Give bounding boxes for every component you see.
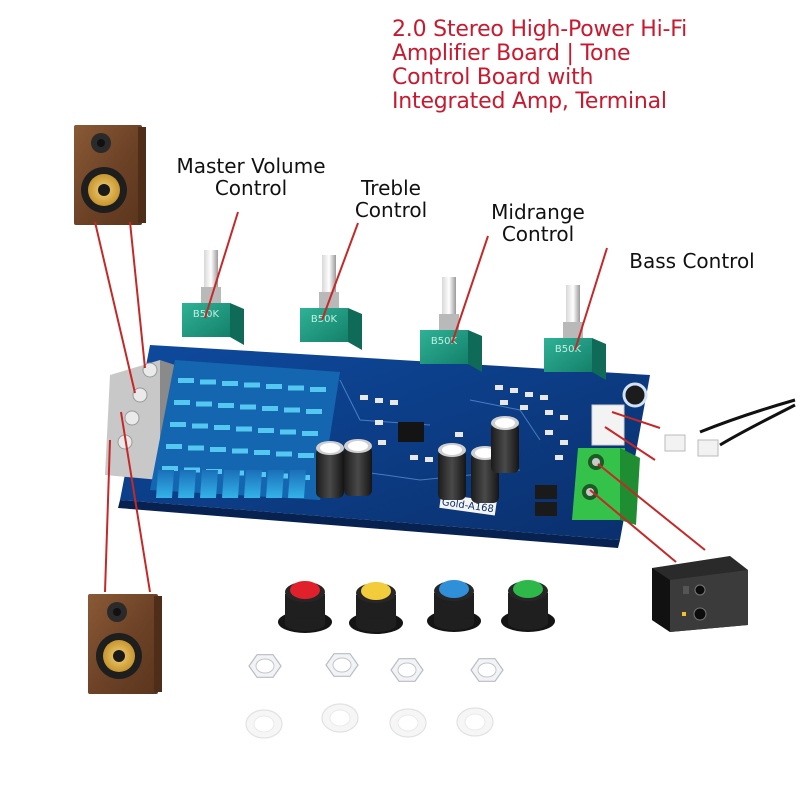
heatsink-fin [302,431,318,436]
title-line: Integrated Amp, Terminal [392,89,667,114]
label-line: Master Volume [176,154,326,178]
pot-shaft [322,255,336,295]
heatsink-fin [310,387,326,392]
capacitor [491,416,519,473]
ic-chip [398,422,424,442]
label-bass: Bass Control [622,250,762,272]
heatsink-fin [266,384,282,389]
title-line: 2.0 Stereo High-Power Hi-Fi [392,17,688,42]
knob-cap [439,580,469,598]
heatsink-fin [222,470,240,498]
speaker-top [74,125,146,225]
pot-shaft [204,250,218,290]
control-knob [278,581,332,633]
heatsink-fin [240,404,256,410]
label-line: Midrange [491,200,585,224]
heatsink-fin [214,425,230,430]
pot-thread [201,287,221,303]
title-line: Control Board with [392,65,594,90]
label-line: Control [354,198,428,222]
speaker-bottom [88,594,162,694]
pot-marking: B50K [431,336,458,347]
heatsink-fin [156,470,174,498]
pot-body [182,303,230,337]
knob-cap [513,580,543,598]
label-line: Treble [361,176,421,200]
heatsink-fin [192,423,208,429]
heatsink-fin [288,470,306,498]
heatsink-fin [244,470,262,498]
heatsink-fin [284,407,300,413]
capacitor [438,443,466,500]
pot-thread [563,322,583,338]
heatsink-fin [170,422,186,427]
potentiometer-midrange: B50K [420,277,482,372]
pot-body [420,330,468,364]
control-knob [349,582,403,634]
knob-cap [290,581,320,599]
pot-thread [439,314,459,330]
heatsink-fin [218,403,234,408]
potentiometer-master-volume: B50K [182,250,244,345]
heatsink-fin [174,400,190,405]
heatsink-fin [244,382,260,388]
heatsink-fin [254,450,270,455]
input-connector [591,404,625,446]
heatsink-fin [162,466,178,471]
label-line: Control [501,222,575,246]
pot-shaft [442,277,456,317]
label-master-volume: Master Volume Control [166,155,336,199]
pot-marking: B50K [311,314,338,325]
power-terminal [572,448,640,525]
control-knob [427,580,481,632]
heatsink-fin [196,401,212,407]
heatsink-fin [200,470,218,498]
pot-marking: B50K [555,344,582,355]
heatsink-fin [262,406,278,411]
label-midrange: Midrange Control [482,201,594,245]
heatsink-fin [188,445,204,451]
product-title: 2.0 Stereo High-Power Hi-Fi Amplifier Bo… [392,18,792,114]
label-line: Bass Control [629,249,755,273]
heatsink-fin [166,444,182,449]
capacitor [344,439,372,496]
heatsink-fin [178,470,196,498]
heatsink-fin [276,451,292,457]
potentiometer-bass: B50K [544,285,606,380]
heatsink-fin [298,453,314,458]
label-treble: Treble Control [346,177,436,221]
heatsink-fin [200,379,216,385]
title-line: Amplifier Board | Tone [392,41,631,66]
heatsink-fin [258,428,274,433]
potentiometer-treble: B50K [300,255,362,350]
heatsink-fin [306,409,322,414]
heatsink-fin [210,447,226,452]
heatsink-fin [178,378,194,383]
knob-cap [361,582,391,600]
heatsink-fin [222,381,238,386]
heatsink-fin [288,385,304,391]
pot-body [544,338,592,372]
heatsink [150,360,340,500]
control-knob [501,580,555,632]
heatsink-fin [232,448,248,454]
heatsink-fin [280,429,296,435]
label-line: Control [214,176,288,200]
audio-input-cable [664,398,796,457]
connection-lines [94,211,706,593]
heatsink-fin [266,470,284,498]
power-supply [652,556,748,632]
capacitor [316,441,344,498]
heatsink-fin [236,426,252,432]
pot-shaft [566,285,580,325]
